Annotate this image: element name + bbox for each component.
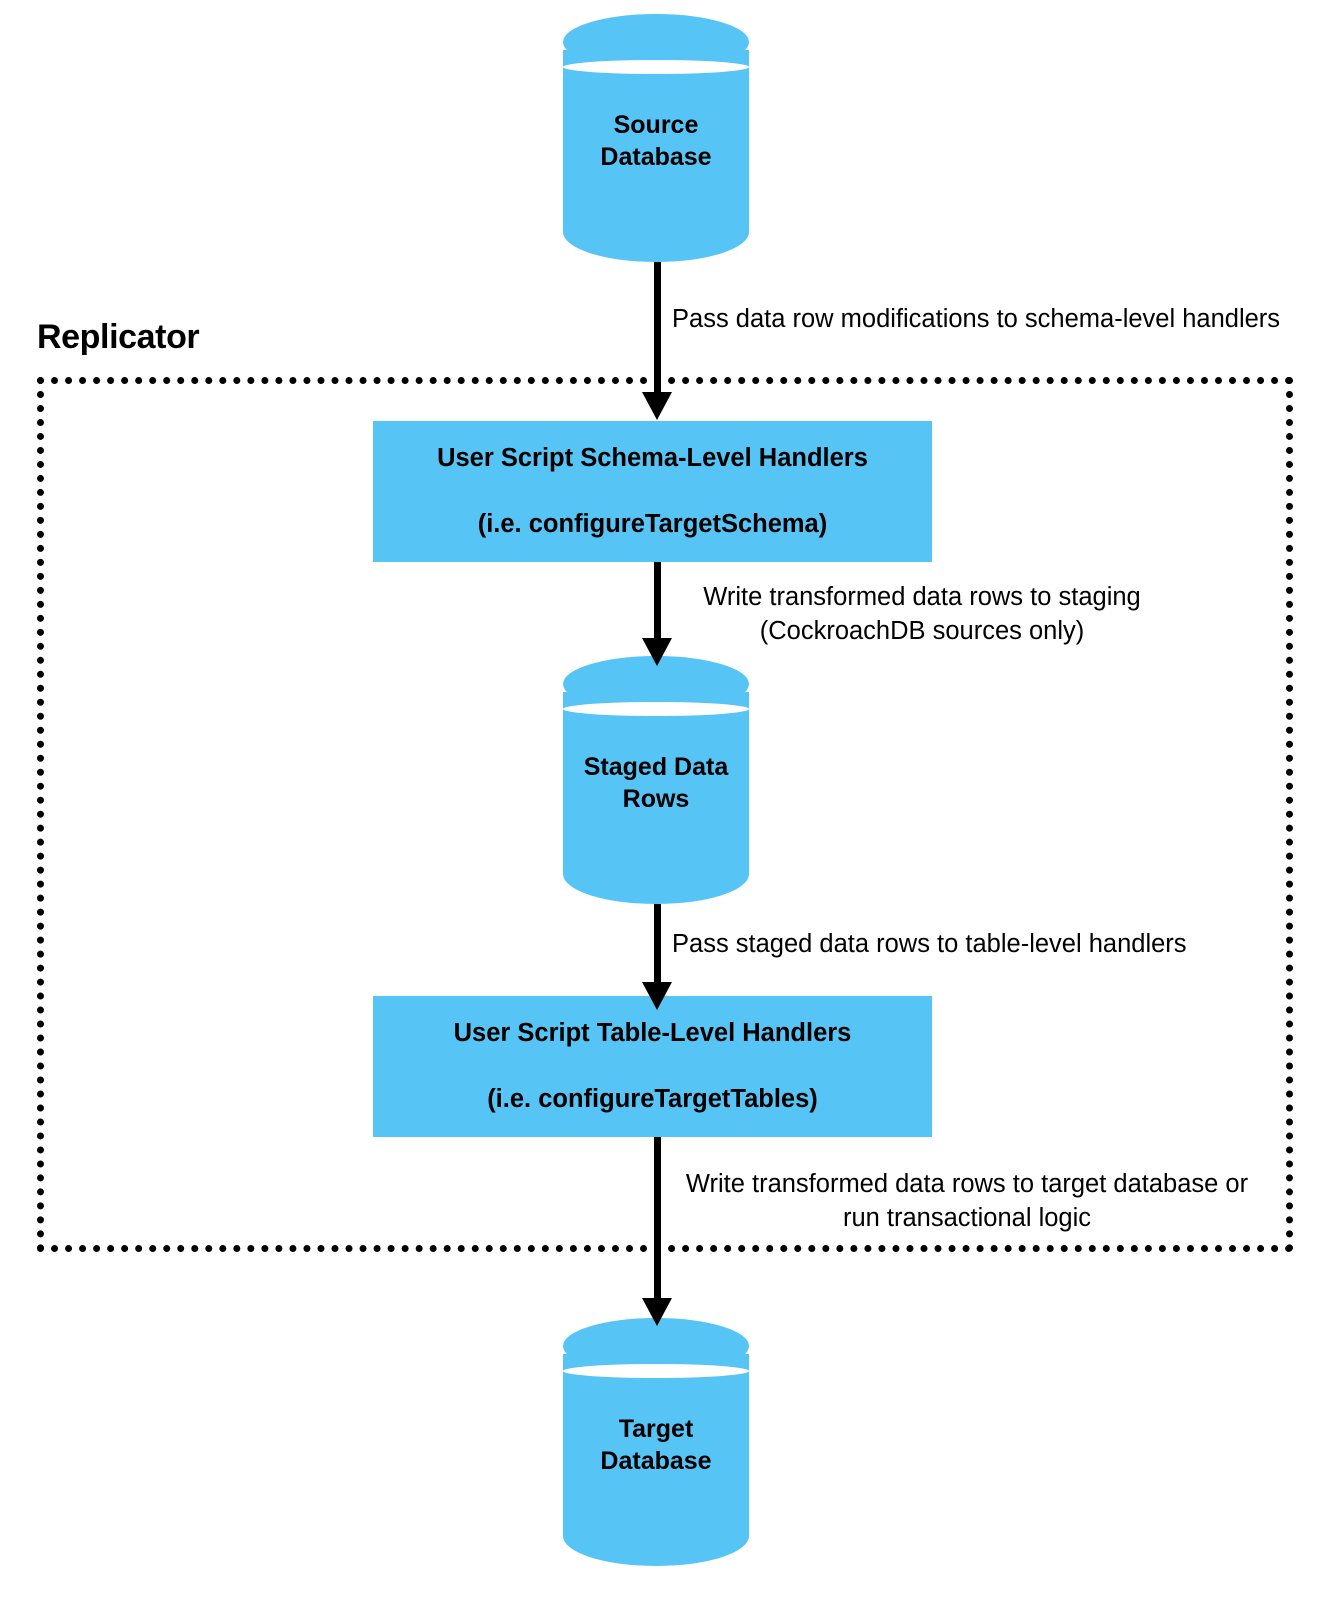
schema-level-handlers-label-line1: User Script Schema-Level Handlers [437, 443, 868, 472]
node-staged-data-rows: Staged Data Rows [563, 656, 749, 906]
edge-staging-to-table-handlers-shaft [654, 904, 661, 986]
edge-source-to-schema-handlers-shaft [654, 262, 661, 394]
edge-schema-handlers-to-staging-label: Write transformed data rows to staging (… [703, 583, 1141, 645]
edge-source-to-schema-handlers-label: Pass data row modifications to schema-le… [672, 305, 1281, 333]
staged-data-rows-label-line2: Rows [622, 785, 690, 813]
source-database-label: Source Database [563, 109, 749, 173]
replicator-boundary-label: Replicator [37, 318, 200, 356]
edge-table-handlers-to-target-arrowhead [642, 1298, 672, 1326]
staged-data-rows-cylinder-rim [563, 702, 749, 716]
source-database-label-line2: Database [600, 143, 712, 171]
schema-level-handlers-label: User Script Schema-Level Handlers (i.e. … [437, 409, 868, 575]
source-database-cylinder-rim [563, 60, 749, 74]
staged-data-rows-cylinder-body [563, 692, 749, 904]
edge-staging-to-table-handlers-arrowhead [642, 982, 672, 1010]
node-table-level-handlers: User Script Table-Level Handlers (i.e. c… [373, 996, 932, 1137]
node-source-database: Source Database [563, 14, 749, 264]
node-schema-level-handlers: User Script Schema-Level Handlers (i.e. … [373, 421, 932, 562]
edge-staging-to-table-handlers-label: Pass staged data rows to table-level han… [672, 930, 1187, 958]
target-database-label-line2: Database [600, 1447, 712, 1475]
node-target-database: Target Database [563, 1318, 749, 1568]
target-database-cylinder-body [563, 1354, 749, 1566]
source-database-label-line1: Source [613, 111, 699, 139]
staged-data-rows-label-line1: Staged Data [583, 753, 729, 781]
replicator-boundary-box [37, 377, 1293, 1252]
edge-source-to-schema-handlers-arrowhead [642, 392, 672, 420]
source-database-cylinder-body [563, 50, 749, 262]
edge-schema-handlers-to-staging-arrowhead [642, 638, 672, 666]
table-level-handlers-label-line2: (i.e. configureTargetTables) [487, 1085, 818, 1114]
schema-level-handlers-label-line2: (i.e. configureTargetSchema) [477, 510, 828, 539]
staged-data-rows-label: Staged Data Rows [563, 751, 749, 815]
table-level-handlers-label-line1: User Script Table-Level Handlers [453, 1018, 852, 1047]
target-database-cylinder-rim [563, 1364, 749, 1378]
edge-table-handlers-to-target-label: Write transformed data rows to target da… [685, 1170, 1249, 1232]
target-database-label: Target Database [563, 1413, 749, 1477]
table-level-handlers-label: User Script Table-Level Handlers (i.e. c… [454, 984, 852, 1150]
target-database-label-line1: Target [618, 1415, 694, 1443]
edge-schema-handlers-to-staging-shaft [654, 562, 661, 644]
edge-table-handlers-to-target-shaft [654, 1137, 661, 1305]
